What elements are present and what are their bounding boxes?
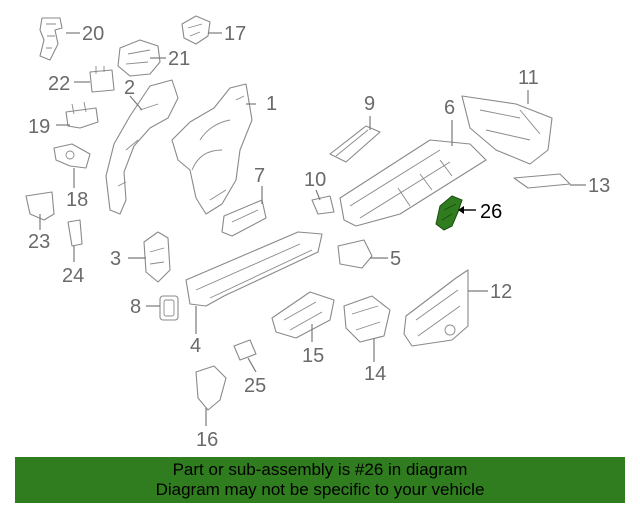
callout-10: 10 xyxy=(304,169,326,191)
part-14 xyxy=(343,295,391,343)
part-5 xyxy=(337,239,373,269)
part-11 xyxy=(461,95,553,165)
banner-line-1: Part or sub-assembly is #26 in diagram xyxy=(172,460,468,479)
callout-5: 5 xyxy=(390,248,401,270)
callout-11: 11 xyxy=(518,67,539,89)
callout-labels: 20 17 21 22 2 1 19 9 6 11 18 13 10 7 26 … xyxy=(28,23,610,451)
callout-25: 25 xyxy=(244,375,266,397)
callout-4: 4 xyxy=(190,335,201,357)
callout-24: 24 xyxy=(62,265,84,287)
part-2 xyxy=(105,79,179,215)
part-1 xyxy=(171,83,253,215)
part-10 xyxy=(311,195,335,215)
callout-3: 3 xyxy=(110,248,121,270)
part-22 xyxy=(89,66,115,93)
part-3 xyxy=(143,231,171,283)
callout-21: 21 xyxy=(168,48,190,70)
part-21 xyxy=(117,39,161,77)
part-6 xyxy=(339,139,487,227)
callout-22: 22 xyxy=(48,73,70,95)
part-19 xyxy=(65,101,99,129)
callout-17: 17 xyxy=(224,23,246,45)
part-13 xyxy=(513,173,571,189)
callout-12: 12 xyxy=(490,281,512,303)
part-15 xyxy=(271,291,335,339)
part-26-highlighted xyxy=(435,195,463,231)
callout-14: 14 xyxy=(364,363,386,385)
callout-7: 7 xyxy=(254,165,265,187)
callout-15: 15 xyxy=(302,345,324,367)
part-25 xyxy=(233,339,257,361)
part-7 xyxy=(221,199,267,237)
callout-26-highlighted: 26 xyxy=(480,201,502,223)
banner-line-2: Diagram may not be specific to your vehi… xyxy=(155,480,485,499)
parts-diagram: 20 17 21 22 2 1 19 9 6 11 18 13 10 7 26 … xyxy=(25,15,610,451)
part-20 xyxy=(39,17,63,61)
callout-16: 16 xyxy=(196,429,218,451)
part-8 xyxy=(159,295,179,321)
part-23 xyxy=(25,191,55,221)
callout-13: 13 xyxy=(588,175,610,197)
callout-2: 2 xyxy=(124,77,135,99)
part-9 xyxy=(329,125,381,163)
callout-18: 18 xyxy=(66,189,88,211)
part-16 xyxy=(195,365,227,411)
part-17 xyxy=(181,15,211,45)
part-24 xyxy=(67,219,83,247)
callout-19: 19 xyxy=(28,116,50,138)
callout-23: 23 xyxy=(28,231,50,253)
part-18 xyxy=(53,143,91,169)
leader-lines xyxy=(39,32,586,426)
part-12 xyxy=(403,269,469,347)
callout-1: 1 xyxy=(266,93,277,115)
callout-6: 6 xyxy=(444,97,455,119)
part-4 xyxy=(185,231,323,307)
callout-8: 8 xyxy=(130,296,141,318)
callout-20: 20 xyxy=(82,23,104,45)
callout-9: 9 xyxy=(364,93,375,115)
info-banner: Part or sub-assembly is #26 in diagram D… xyxy=(15,457,625,503)
